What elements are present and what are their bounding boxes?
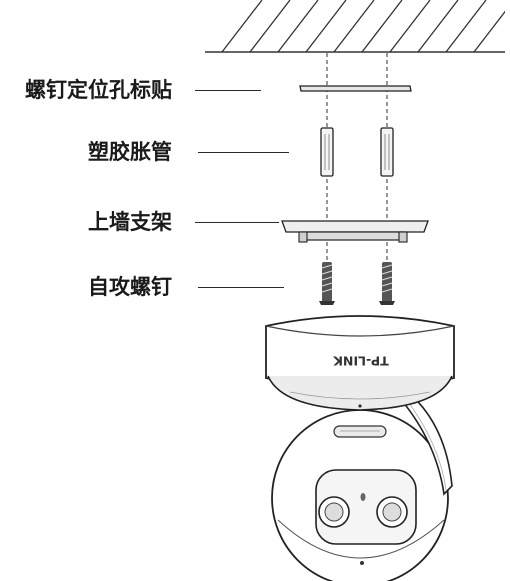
label-self-tapping-screw: 自攻螺钉	[88, 275, 172, 299]
self-tapping-screw-right	[379, 262, 395, 305]
ceiling-surface	[205, 0, 505, 53]
label-wall-bracket: 上墙支架	[88, 210, 172, 234]
wall-bracket-part	[281, 220, 429, 243]
lens-panel	[315, 469, 417, 545]
light-sensor	[360, 493, 366, 501]
camera-body: TP-LINK	[265, 315, 455, 581]
label-positioning-sticker: 螺钉定位孔标贴	[25, 78, 172, 102]
leader-line-sticker	[195, 90, 261, 91]
camera-lens-right	[376, 496, 408, 528]
plastic-anchor-right	[380, 127, 394, 177]
camera-base: TP-LINK	[265, 315, 455, 411]
brand-logo: TP-LINK	[332, 354, 389, 369]
label-plastic-anchor: 塑胶胀管	[88, 140, 172, 164]
plastic-anchor-left	[320, 127, 334, 177]
self-tapping-screw-left	[319, 262, 335, 305]
microphone-dot	[360, 561, 364, 565]
camera-lens-left	[318, 496, 350, 528]
leader-line-anchor	[198, 152, 289, 153]
positioning-sticker-part	[299, 85, 412, 92]
leader-line-screw	[198, 287, 284, 288]
leader-line-bracket	[195, 222, 279, 223]
